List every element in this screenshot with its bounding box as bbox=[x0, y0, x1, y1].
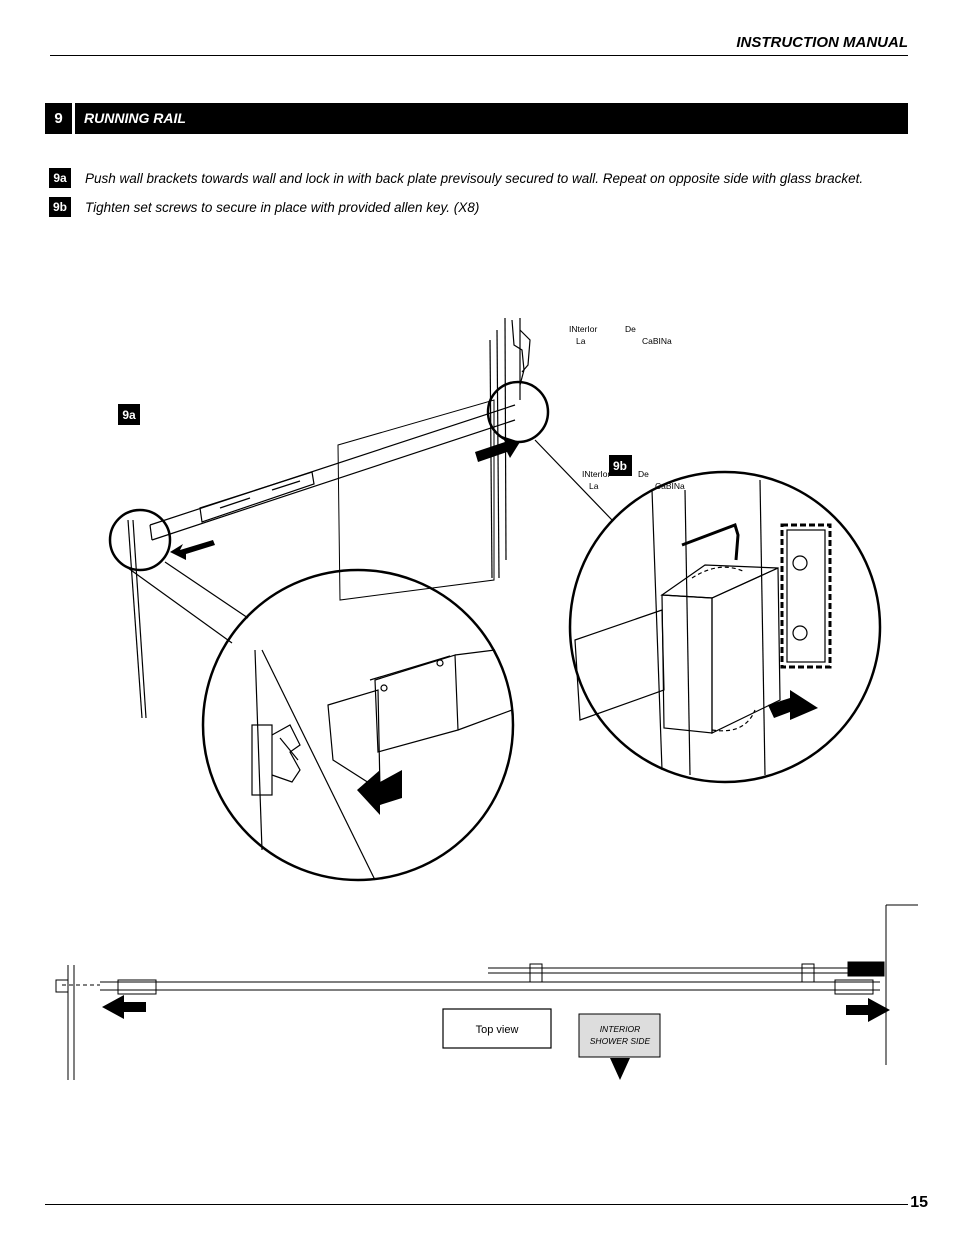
interior-label-line2: SHOWER SIDE bbox=[590, 1036, 651, 1046]
diagram-label-9a: 9a bbox=[122, 408, 136, 422]
top-view-label-box bbox=[442, 1008, 552, 1049]
step-badge-9b: 9b bbox=[49, 197, 71, 217]
step-badge-9a: 9a bbox=[49, 168, 71, 188]
svg-text:CaBINa: CaBINa bbox=[642, 336, 672, 346]
top-view-illustration bbox=[55, 904, 918, 1080]
detail-circle-right bbox=[486, 380, 550, 444]
step-text-9b: Tighten set screws to secure in place wi… bbox=[85, 199, 480, 215]
section-header: 9 RUNNING RAIL bbox=[45, 103, 908, 134]
page-number: 15 bbox=[910, 1194, 928, 1211]
interior-side-label-box bbox=[578, 1013, 661, 1058]
diagram-label-9a-bg bbox=[118, 404, 140, 425]
step-9b: 9b Tighten set screws to secure in place… bbox=[49, 197, 479, 217]
diagram-label-9b: 9b bbox=[613, 459, 627, 473]
glass-sheet bbox=[337, 399, 495, 601]
detail-circle-9b bbox=[568, 470, 882, 784]
manual-title: INSTRUCTION MANUAL bbox=[736, 34, 908, 51]
step-text-9a: Push wall brackets towards wall and lock… bbox=[85, 170, 864, 186]
side-label-top: INterIor De La CaBINa bbox=[569, 324, 672, 346]
running-rail-illustration bbox=[149, 404, 516, 541]
svg-text:La: La bbox=[589, 481, 599, 491]
detail-circle-9a bbox=[201, 568, 515, 882]
svg-text:De: De bbox=[638, 469, 649, 479]
section-title: RUNNING RAIL bbox=[84, 110, 186, 126]
svg-text:INterIor: INterIor bbox=[582, 469, 611, 479]
top-view-arrows bbox=[102, 995, 890, 1080]
wall-bracket-illustration bbox=[251, 724, 301, 796]
svg-text:De: De bbox=[625, 324, 636, 334]
set-screw-illustration bbox=[574, 479, 832, 776]
top-view-label: Top view bbox=[476, 1024, 519, 1036]
left-glass-edge bbox=[127, 519, 143, 719]
svg-text:La: La bbox=[576, 336, 586, 346]
header-divider bbox=[50, 55, 908, 56]
svg-text:CaBINa: CaBINa bbox=[655, 481, 685, 491]
rail-tube-illustration bbox=[327, 649, 513, 792]
direction-arrows bbox=[170, 436, 818, 815]
interior-label-line1: INTERIOR bbox=[600, 1024, 641, 1034]
footer-divider bbox=[45, 1204, 908, 1205]
side-label-mid: INterIor De La CaBINa bbox=[582, 469, 685, 491]
svg-text:INterIor: INterIor bbox=[569, 324, 598, 334]
detail-circle-left bbox=[108, 508, 172, 572]
diagram-label-9b-bg bbox=[609, 455, 632, 476]
installation-diagram: 9a 9b INterIor De La CaBINa INterIor De … bbox=[55, 317, 918, 1080]
step-9a: 9a Push wall brackets towards wall and l… bbox=[49, 168, 863, 188]
section-number: 9 bbox=[45, 103, 75, 134]
